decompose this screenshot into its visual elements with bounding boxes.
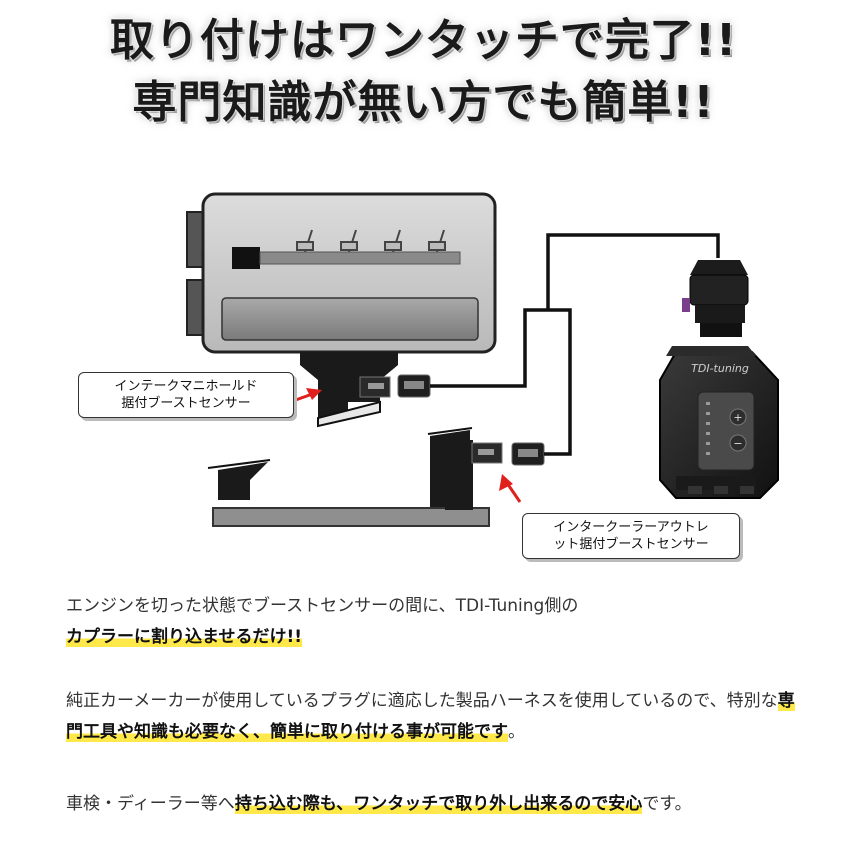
callout-intake-manifold-sensor: インテークマニホールド 据付ブーストセンサー (78, 372, 294, 418)
device-brand-label: TDI-tuning (691, 362, 749, 375)
p1-plain-text: エンジンを切った状態でブーストセンサーの間に、TDI-Tuning側の (66, 596, 579, 616)
intercooler-boost-sensor (471, 442, 503, 464)
p3-plain-text-a: 車検・ディーラー等へ (66, 794, 235, 814)
p3-plain-text-b: です。 (642, 794, 692, 814)
callout-intercooler-line-2: ット据付ブーストセンサー (553, 537, 709, 552)
intake-boost-sensor (359, 376, 391, 398)
installation-diagram: TDI-tuning + − (186, 192, 779, 527)
arrow-to-intake-sensor (289, 388, 322, 404)
device-connector (682, 260, 749, 337)
harness-wires (430, 233, 720, 456)
paragraph-harness-info: 純正カーメーカーが使用しているプラグに適応した製品ハーネスを使用しているので、特… (66, 686, 806, 748)
device-minus-button: − (733, 437, 742, 450)
p1-highlight-text: カプラーに割り込ませるだけ!! (66, 627, 302, 647)
intercooler-coupler (511, 442, 545, 466)
device-plus-button: + (733, 411, 742, 424)
tdi-tuning-device: TDI-tuning + − (659, 346, 779, 499)
callout-intake-line-2: 据付ブーストセンサー (121, 396, 251, 411)
callout-intercooler-sensor: インタークーラーアウトレ ット据付ブーストセンサー (522, 513, 740, 559)
p2-plain-text-a: 純正カーメーカーが使用しているプラグに適応した製品ハーネスを使用しているので、特… (66, 691, 778, 711)
callout-intake-line-1: インテークマニホールド (114, 379, 258, 394)
p3-highlight-text: 持ち込む際も、ワンタッチで取り外し出来るので安心 (234, 794, 643, 814)
engine-block (186, 192, 497, 354)
intercooler-pipe (207, 427, 490, 527)
p2-plain-text-b: 。 (508, 722, 525, 742)
paragraph-removal-info: 車検・ディーラー等へ持ち込む際も、ワンタッチで取り外し出来るので安心です。 (66, 789, 806, 820)
intake-manifold (300, 352, 398, 428)
headline-line-1: 取り付けはワンタッチで完了!! (109, 15, 738, 66)
intake-coupler (397, 374, 431, 398)
paragraph-install-method: エンジンを切った状態でブーストセンサーの間に、TDI-Tuning側の カプラー… (66, 591, 806, 653)
arrow-to-intercooler-sensor (499, 474, 522, 503)
callout-intercooler-line-1: インタークーラーアウトレ (553, 520, 709, 535)
headline-line-2: 専門知識が無い方でも簡単!! (132, 77, 715, 128)
